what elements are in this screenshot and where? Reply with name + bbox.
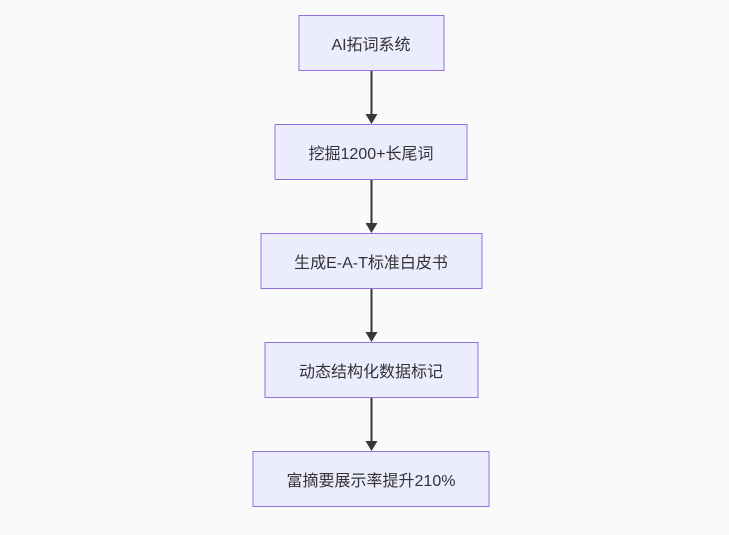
arrow-down-icon xyxy=(365,441,377,451)
flow-node-step-3: 生成E-A-T标准白皮书 xyxy=(260,233,482,289)
flow-edge-1-2 xyxy=(365,71,377,124)
flow-edge-2-3 xyxy=(365,180,377,233)
flow-edge-4-5 xyxy=(365,398,377,451)
arrow-down-icon xyxy=(365,223,377,233)
flow-node-step-1: AI拓词系统 xyxy=(298,15,444,71)
flow-node-label: 挖掘1200+长尾词 xyxy=(308,146,434,163)
arrow-down-icon xyxy=(365,114,377,124)
flow-node-label: 富摘要展示率提升210% xyxy=(286,473,456,490)
arrow-down-icon xyxy=(365,332,377,342)
flow-node-label: 生成E-A-T标准白皮书 xyxy=(294,255,448,272)
flow-node-label: AI拓词系统 xyxy=(331,37,411,54)
edge-line xyxy=(370,289,372,333)
flowchart: AI拓词系统 挖掘1200+长尾词 生成E-A-T标准白皮书 动态结构化数据标记 xyxy=(252,15,490,507)
flow-node-step-5: 富摘要展示率提升210% xyxy=(252,451,490,507)
flow-node-step-4: 动态结构化数据标记 xyxy=(264,342,478,398)
flow-node-label: 动态结构化数据标记 xyxy=(298,364,443,381)
edge-line xyxy=(370,71,372,115)
edge-line xyxy=(370,180,372,224)
flow-edge-3-4 xyxy=(365,289,377,342)
edge-line xyxy=(370,398,372,442)
flow-node-step-2: 挖掘1200+长尾词 xyxy=(274,124,468,180)
